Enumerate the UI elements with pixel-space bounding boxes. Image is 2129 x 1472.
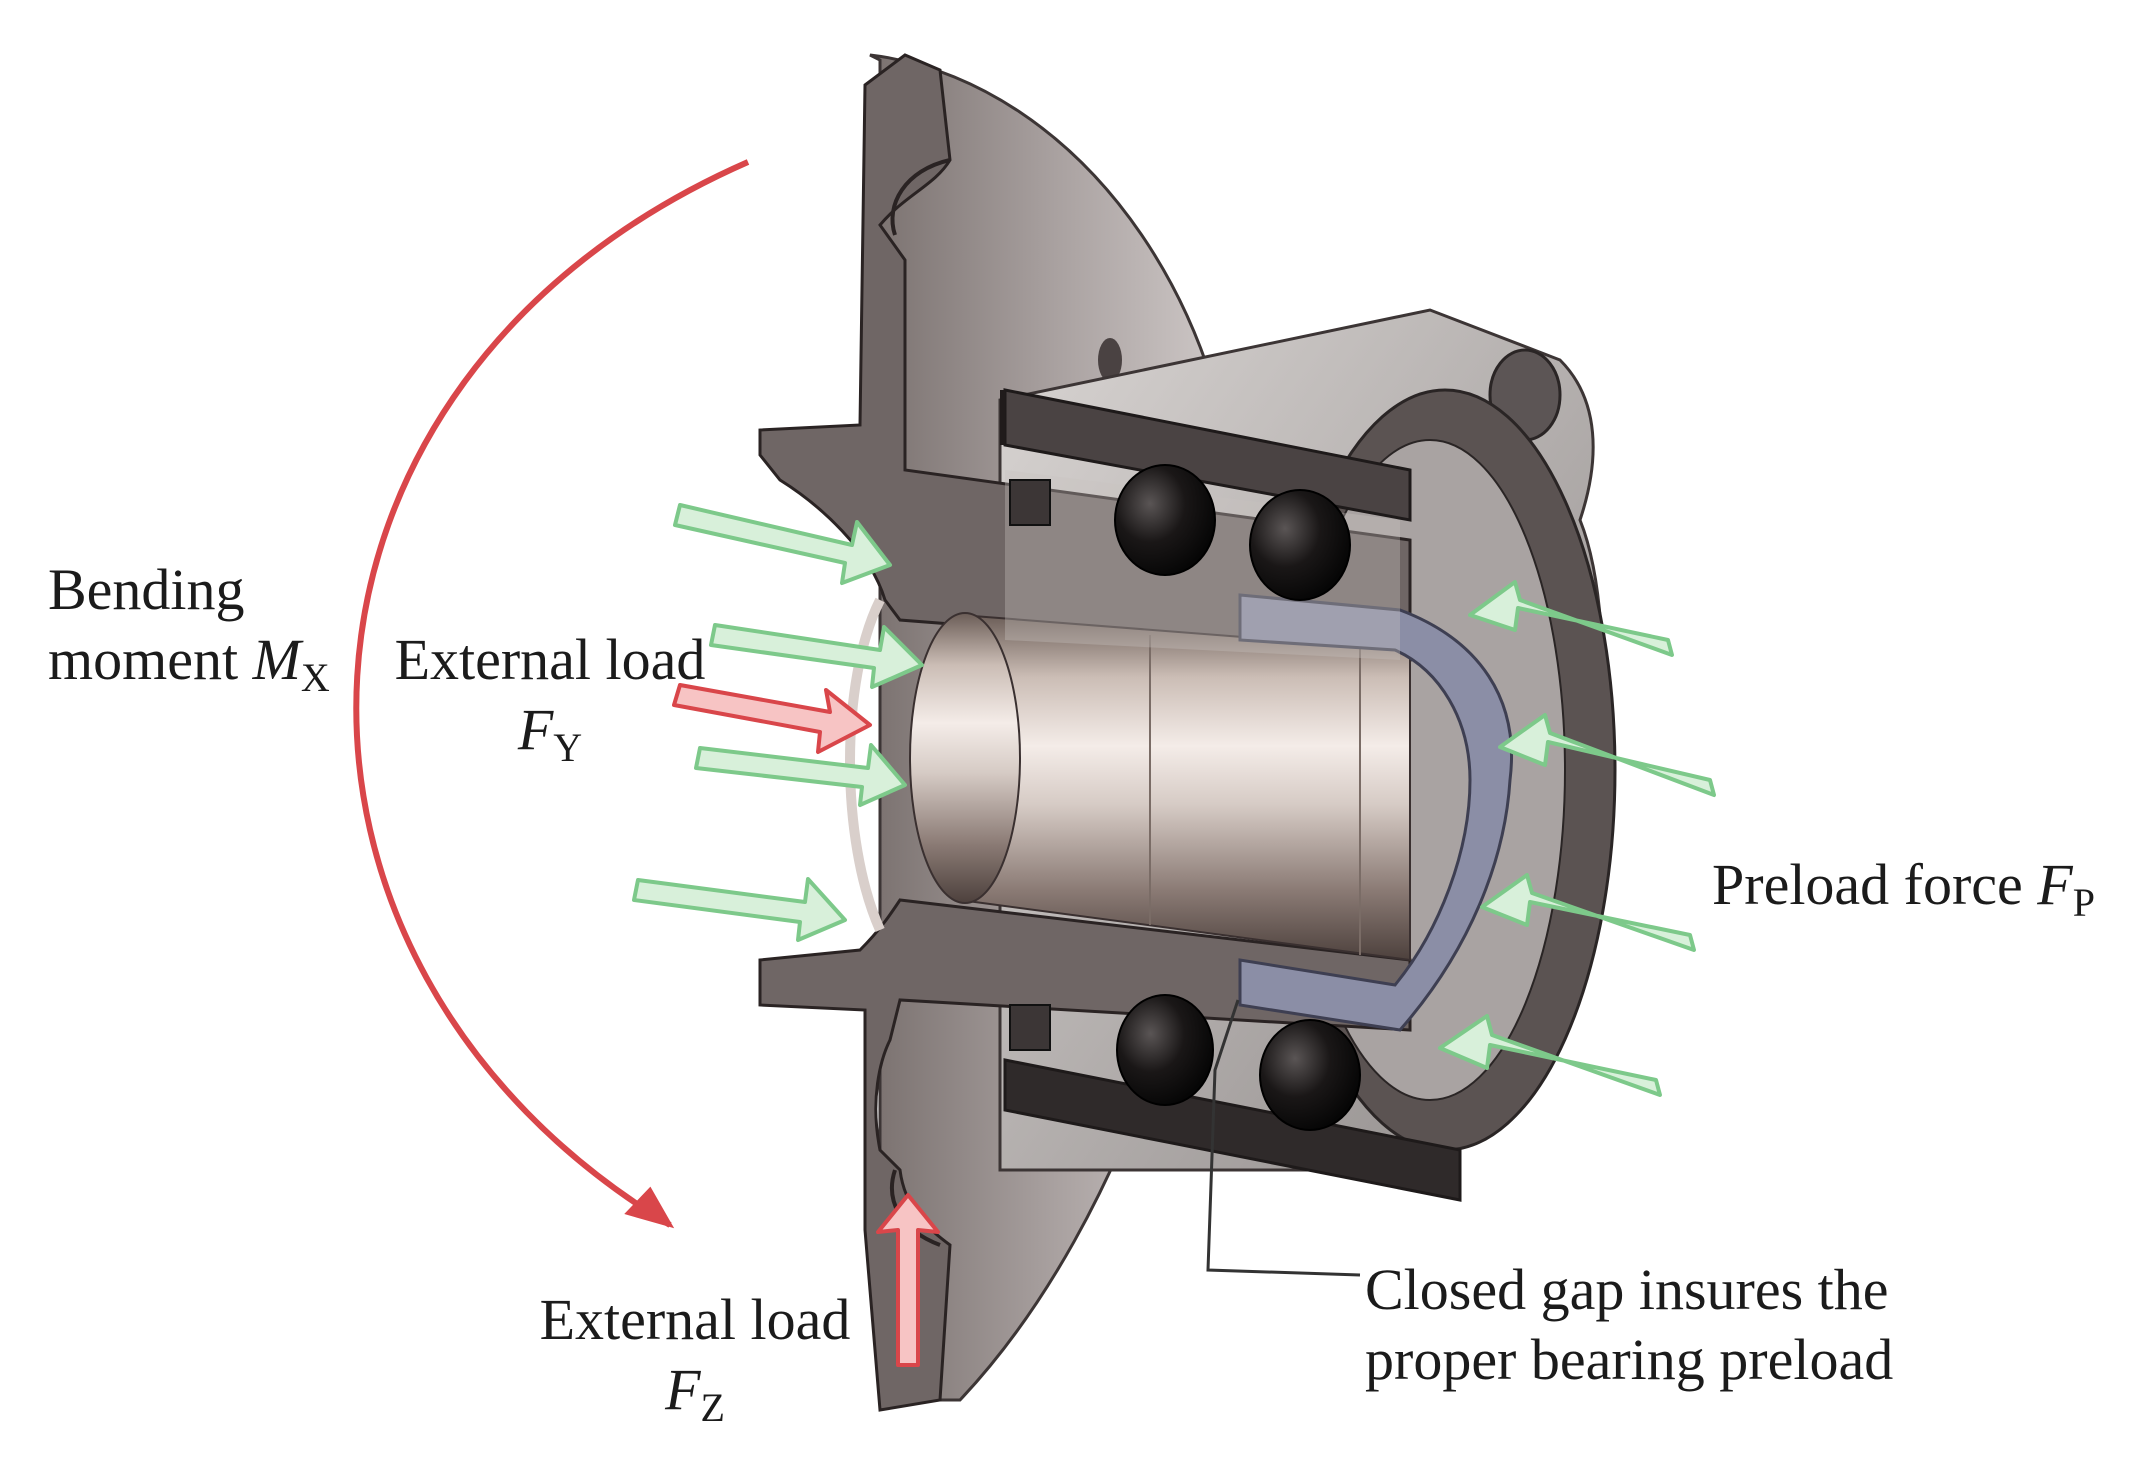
- fz-symbol: F: [665, 1357, 701, 1422]
- preload-force-prefix: Preload force: [1712, 852, 2038, 917]
- hub-cross-section: [758, 53, 1412, 1412]
- bearing-elements: [1005, 464, 1400, 1131]
- external-load-fy-arrow: [672, 683, 872, 754]
- external-load-fy-label: External load FY: [385, 625, 715, 783]
- green-arrow-icon: [1468, 580, 1674, 657]
- inner-ring-spacer: [1238, 593, 1513, 1032]
- closed-gap-label: Closed gap insures the proper bearing pr…: [1365, 1255, 1893, 1395]
- green-arrow-icon: [673, 503, 892, 585]
- external-load-fy-line2: FY: [385, 695, 715, 783]
- bearing-ball-icon: [1259, 1019, 1361, 1131]
- bending-moment-label: Bending moment MX: [48, 555, 330, 713]
- closed-gap-line1: Closed gap insures the: [1365, 1257, 1889, 1322]
- external-load-fz-label: External load FZ: [530, 1285, 860, 1443]
- fy-subscript: Y: [553, 725, 583, 770]
- bending-moment-subscript: X: [300, 655, 330, 700]
- left-load-arrows: [632, 503, 924, 942]
- external-load-fz-arrow: [876, 1193, 940, 1367]
- bending-moment-line1: Bending: [48, 557, 245, 622]
- external-load-fz-line2: FZ: [530, 1355, 860, 1443]
- fz-subscript: Z: [700, 1385, 725, 1430]
- flange-hole-icon: [1098, 338, 1122, 382]
- green-arrow-icon: [1498, 713, 1716, 797]
- external-load-fy-line1: External load: [394, 627, 706, 692]
- fy-symbol: F: [517, 697, 554, 762]
- green-arrow-icon: [709, 623, 924, 689]
- preload-arrows: [1438, 580, 1716, 1097]
- outer-ring: [1000, 388, 1462, 1202]
- bending-moment-line2: moment MX: [48, 625, 330, 713]
- closed-gap-leader-line: [1206, 999, 1361, 1277]
- bearing-ball-icon: [1116, 994, 1214, 1106]
- bearing-ball-icon: [1249, 489, 1351, 601]
- hub-bore: [845, 597, 1411, 962]
- preload-subscript: P: [2072, 880, 2095, 925]
- green-arrow-icon: [1480, 873, 1696, 952]
- bending-moment-prefix: moment: [48, 627, 253, 692]
- bending-moment-arrow: [353, 159, 750, 1229]
- preload-symbol: F: [2037, 852, 2073, 917]
- external-load-fz-line1: External load: [539, 1287, 851, 1352]
- green-arrow-icon: [1438, 1014, 1662, 1097]
- bending-moment-symbol: M: [252, 627, 301, 692]
- preload-force-label: Preload force FP: [1712, 850, 2095, 938]
- green-arrow-icon: [632, 877, 847, 942]
- bearing-ball-icon: [1114, 464, 1216, 576]
- closed-gap-line2: proper bearing preload: [1365, 1327, 1894, 1392]
- green-arrow-icon: [694, 743, 907, 807]
